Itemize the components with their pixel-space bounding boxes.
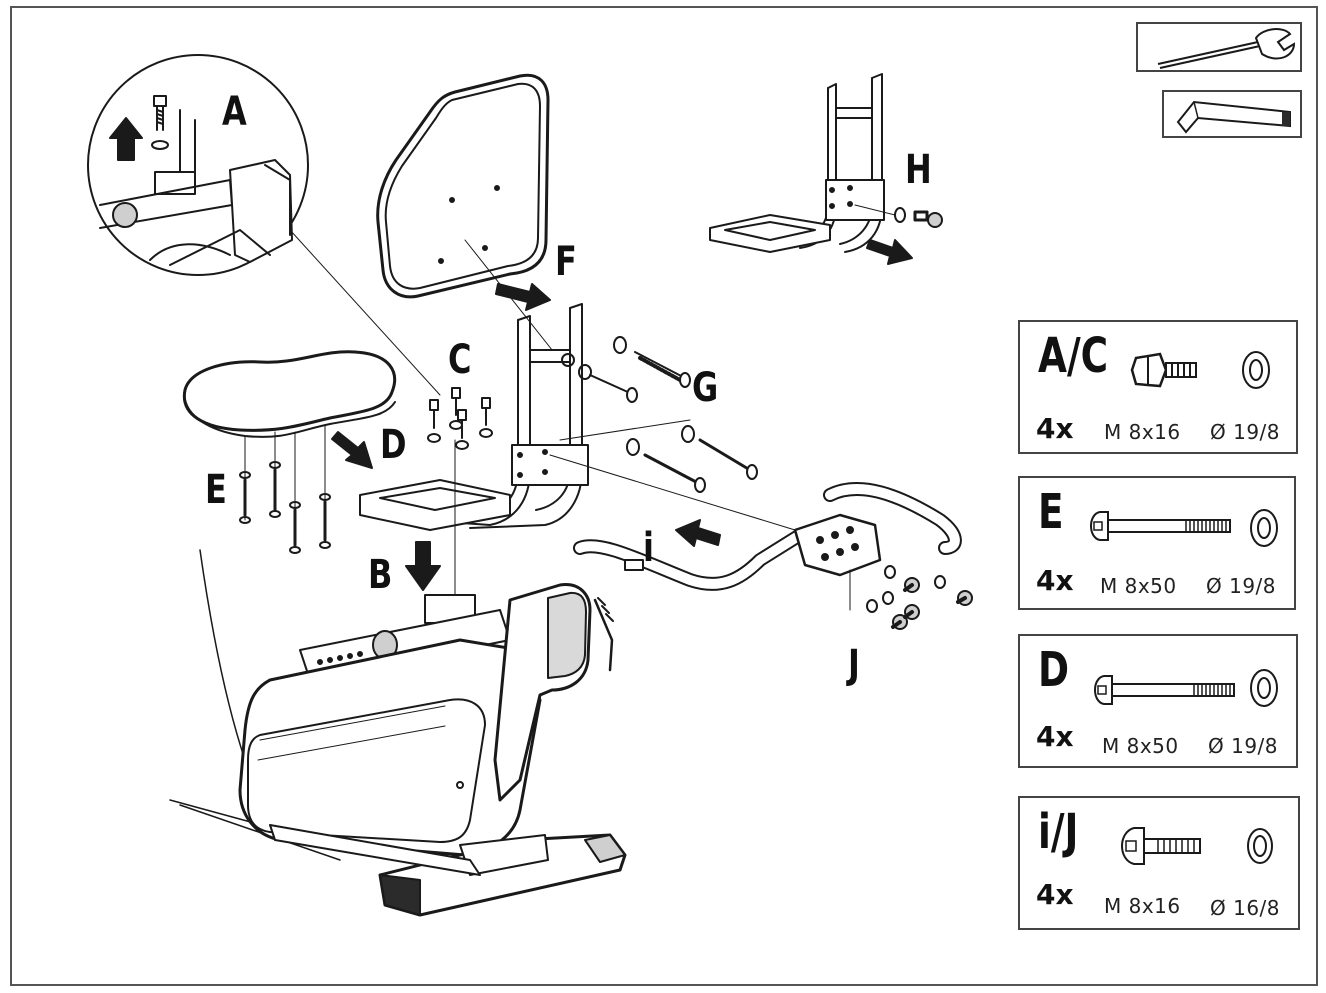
bike-body <box>169 549 627 917</box>
hardware-title: E <box>1038 484 1064 540</box>
detail-h-frame <box>709 73 943 265</box>
allen-bolt-icon <box>1094 675 1235 705</box>
handlebar <box>549 454 962 591</box>
arrow-f <box>495 283 551 311</box>
washer-icon <box>1250 669 1278 707</box>
hardware-size: M 8x50 <box>1100 574 1177 598</box>
hardware-title: A/C <box>1038 328 1109 384</box>
hardware-washer: Ø 16/8 <box>1210 896 1281 920</box>
label-e: E <box>205 467 227 513</box>
washer-icon <box>1247 828 1273 864</box>
hardware-title: i/J <box>1038 804 1079 860</box>
hardware-qty: 4x <box>1036 412 1074 445</box>
wrench-icon <box>1157 28 1296 69</box>
hardware-panel-e: E 4x M 8x50 Ø 19/8 <box>1018 476 1296 610</box>
label-c: C <box>448 337 472 383</box>
page-frame <box>10 6 1318 986</box>
hardware-panel-d: D 4x M 8x50 Ø 19/8 <box>1018 634 1298 768</box>
arrow-b <box>405 541 441 591</box>
hardware-size: M 8x16 <box>1104 420 1181 444</box>
hardware-washer: Ø 19/8 <box>1210 420 1281 444</box>
label-h: H <box>905 147 932 193</box>
hardware-qty: 4x <box>1036 564 1074 597</box>
label-b: B <box>368 552 393 598</box>
label-f: F <box>555 239 577 285</box>
label-i: i <box>643 525 654 571</box>
hardware-size: M 8x50 <box>1102 734 1179 758</box>
bolts-j <box>849 565 973 630</box>
hardware-panel-ij: i/J 4x M 8x16 Ø 16/8 <box>1018 796 1300 930</box>
arrow-i <box>675 519 721 547</box>
label-a: A <box>222 89 247 135</box>
hardware-panel-ac: A/C 4x M 8x16 Ø 19/8 <box>1018 320 1298 454</box>
hex-bolt-icon <box>1130 352 1197 388</box>
arrow-d <box>331 431 373 469</box>
label-d: D <box>380 422 407 468</box>
label-j: J <box>848 642 860 688</box>
allen-bolt-icon <box>1090 511 1231 541</box>
tool-hex-key-box <box>1162 90 1302 138</box>
hardware-qty: 4x <box>1036 878 1074 911</box>
hardware-title: D <box>1038 642 1070 698</box>
washer-icon <box>1250 509 1278 547</box>
detail-a-callout <box>87 54 309 276</box>
hardware-washer: Ø 19/8 <box>1206 574 1277 598</box>
backrest-pad <box>376 73 561 361</box>
hardware-qty: 4x <box>1036 720 1074 753</box>
allen-bolt-short-icon <box>1121 827 1201 865</box>
label-g: G <box>692 365 719 411</box>
hardware-size: M 8x16 <box>1104 894 1181 918</box>
bolts-c <box>427 387 493 450</box>
screws-e <box>239 461 331 554</box>
bolts-g <box>559 336 758 493</box>
washer-icon <box>1242 351 1270 389</box>
tool-wrench-box <box>1136 22 1302 72</box>
hardware-washer: Ø 19/8 <box>1208 734 1279 758</box>
backrest-frame <box>359 303 589 531</box>
hex-key-icon <box>1176 100 1291 134</box>
